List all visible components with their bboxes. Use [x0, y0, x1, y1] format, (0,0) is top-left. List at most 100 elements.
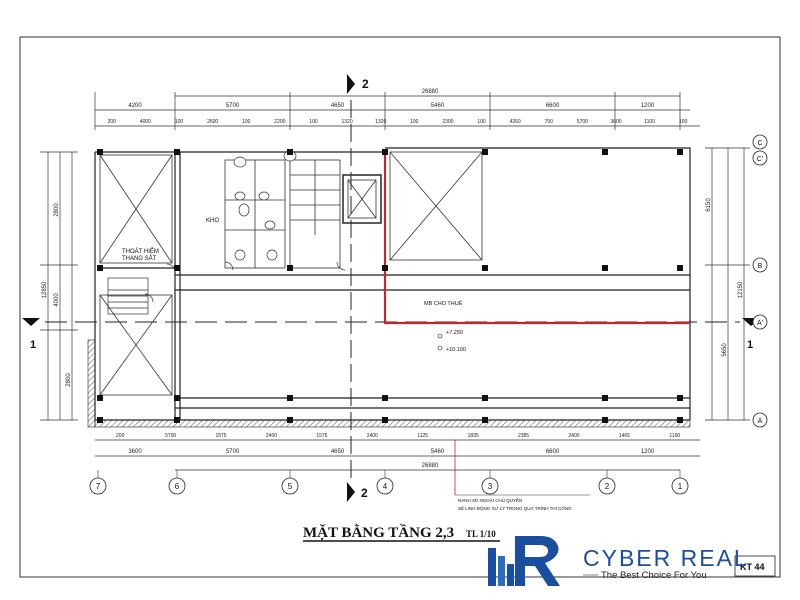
column	[382, 395, 388, 401]
bottom-dim-r1: 2400	[367, 433, 378, 439]
svg-text:6150: 6150	[706, 198, 712, 212]
grid-bubble-A: A	[752, 412, 768, 428]
svg-text:7: 7	[96, 482, 101, 491]
top-dim-r2: 100	[242, 119, 251, 125]
brand-tagline: The Best Choice For You	[601, 570, 707, 581]
section-mark-top: 2	[347, 74, 369, 94]
bottom-dim-r1: 2400	[266, 433, 277, 439]
sheet-border	[19, 36, 781, 578]
bottom-dim-r2: 1200	[641, 449, 655, 455]
column	[97, 265, 103, 271]
column	[382, 417, 388, 423]
bottom-dim-r1: 200	[116, 433, 125, 439]
top-dim-r2: 200	[108, 119, 117, 125]
left-dimensions	[40, 151, 78, 421]
svg-text:12850: 12850	[42, 281, 48, 298]
svg-text:RANH XD NGOÀI CHỦ QUYỀN: RANH XD NGOÀI CHỦ QUYỀN	[458, 497, 522, 503]
left-dim-text: 2800 4000 12850 2800	[42, 203, 72, 387]
wall-bottom-hatch	[94, 419, 691, 428]
store-label: KHO	[206, 218, 219, 224]
column	[602, 395, 608, 401]
bottom-dim-r1: 2385	[518, 433, 529, 439]
svg-text:5650: 5650	[722, 343, 728, 357]
brand-logo: CYBER REAL The Best Choice For You	[488, 536, 749, 586]
top-dim-r2: 4000	[140, 119, 151, 125]
top-dim-r2: 2300	[442, 119, 453, 125]
column	[174, 417, 180, 423]
top-dim-r1: 1200	[641, 103, 655, 109]
bottom-dimensions	[95, 439, 700, 471]
notes: RANH XD NGOÀI CHỦ QUYỀN SẼ LINH ĐỘNG XỬ …	[454, 440, 590, 511]
column	[287, 417, 293, 423]
svg-text:5: 5	[288, 482, 293, 491]
bottom-dim-r1: 1575	[316, 433, 327, 439]
svg-text:C': C'	[757, 156, 763, 163]
top-dim-r1: 6600	[546, 103, 560, 109]
svg-text:3: 3	[488, 482, 493, 491]
bottom-dim-r1: 1125	[417, 433, 428, 439]
svg-text:4: 4	[383, 482, 388, 491]
bottom-dim-r1: 1575	[215, 433, 226, 439]
wall-left-hatch	[87, 339, 96, 428]
top-dim-r2: 2600	[207, 119, 218, 125]
top-dim-r1: 5460	[431, 103, 445, 109]
exit-stair	[107, 277, 149, 315]
bottom-dim-r1: 2400	[568, 433, 579, 439]
column	[287, 395, 293, 401]
level-marks: +7.250 +10.100	[437, 330, 466, 353]
void-left	[99, 154, 173, 264]
grid-bubble-C: C	[752, 134, 768, 150]
total-dimension-bottom: 26880	[422, 463, 439, 469]
top-dim-r2: 100	[309, 119, 318, 125]
grid-bubble-A': A'	[752, 314, 768, 330]
column	[97, 149, 103, 155]
column	[677, 395, 683, 401]
svg-text:12150: 12150	[738, 281, 744, 298]
bottom-dim-r2: 5460	[431, 449, 445, 455]
grid-bubble-7: 7	[89, 470, 107, 495]
column	[382, 265, 388, 271]
svg-text:C: C	[757, 140, 762, 147]
svg-text:B: B	[758, 263, 763, 270]
total-dimension-top: 26880	[422, 89, 439, 95]
rent-label: MB CHO THUÊ	[424, 299, 463, 307]
sheet-number: KT 44	[734, 555, 776, 577]
column	[97, 395, 103, 401]
column	[287, 149, 293, 155]
column	[287, 265, 293, 271]
top-dim-r2: 4260	[510, 119, 521, 125]
svg-text:1: 1	[747, 339, 753, 351]
column	[482, 149, 488, 155]
bottom-dim-r1: 1100	[669, 433, 680, 439]
structural-columns	[97, 149, 683, 423]
level-1: +7.250	[446, 330, 463, 336]
brand-name: CYBER REAL	[583, 545, 749, 571]
grid-bubble-C': C'	[752, 150, 768, 166]
svg-text:1: 1	[678, 482, 683, 491]
void-right	[389, 151, 483, 261]
stair-label: THOÁT HIỂM THANG SẮT	[122, 248, 161, 262]
svg-text:KT 44: KT 44	[740, 562, 765, 572]
grid-bubble-3: 3	[481, 470, 499, 495]
door-swings	[144, 261, 346, 303]
column	[677, 417, 683, 423]
top-dim-r1: 4650	[331, 103, 345, 109]
drawing-title: MẶT BẰNG TẦNG 2,3 TL 1/10	[303, 524, 500, 542]
top-dim-r2: 100	[477, 119, 486, 125]
svg-text:6: 6	[175, 482, 180, 491]
bottom-dim-r2: 6600	[546, 449, 560, 455]
column	[482, 395, 488, 401]
bottom-dim-r1: 1465	[619, 433, 630, 439]
top-dim-r2: 1100	[644, 119, 655, 125]
column	[174, 395, 180, 401]
column	[174, 265, 180, 271]
grid-bubble-2: 2	[598, 470, 616, 495]
svg-text:A': A'	[757, 320, 763, 327]
top-dim-r1: 5700	[226, 103, 240, 109]
grid-right: C C' B A' A	[752, 134, 768, 428]
top-dim-r2: 5700	[577, 119, 588, 125]
top-dim-r2: 2200	[274, 119, 285, 125]
